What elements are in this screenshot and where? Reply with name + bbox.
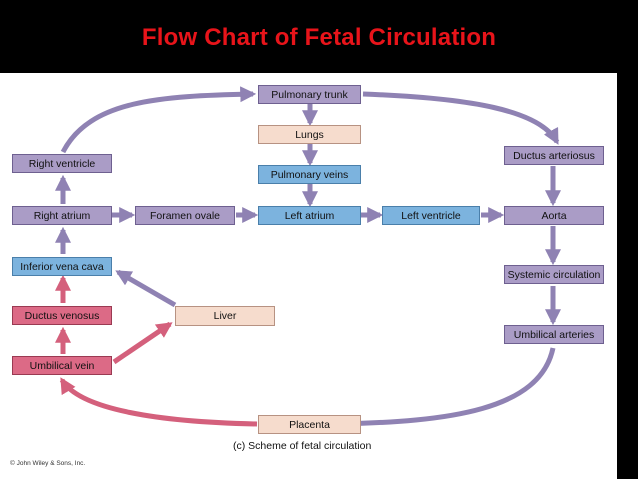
- node-systemic-circulation: Systemic circulation: [504, 265, 604, 284]
- node-ductus-arteriosus: Ductus arteriosus: [504, 146, 604, 165]
- node-umbilical-arteries: Umbilical arteries: [504, 325, 604, 344]
- node-left-atrium: Left atrium: [258, 206, 361, 225]
- node-umbilical-vein: Umbilical vein: [12, 356, 112, 375]
- node-foramen-ovale: Foramen ovale: [135, 206, 235, 225]
- slide-title: Flow Chart of Fetal Circulation: [141, 24, 497, 51]
- node-right-ventricle: Right ventricle: [12, 154, 112, 173]
- figure-caption: (c) Scheme of fetal circulation: [233, 440, 372, 452]
- node-lungs: Lungs: [258, 125, 361, 144]
- arrow-umbilical-arteries-to-placenta: [331, 347, 556, 432]
- arrow-right-ventricle-to-pulmonary-trunk: [60, 86, 257, 154]
- right-border: [617, 73, 638, 479]
- arrow-liver-to-ivc: [115, 269, 177, 308]
- copyright-notice: © John Wiley & Sons, Inc.: [10, 460, 86, 467]
- node-ductus-venosus: Ductus venosus: [12, 306, 112, 325]
- node-placenta: Placenta: [258, 415, 361, 434]
- node-liver: Liver: [175, 306, 275, 326]
- node-pulmonary-veins: Pulmonary veins: [258, 165, 361, 184]
- node-aorta: Aorta: [504, 206, 604, 225]
- arrow-placenta-to-umbilical-vein: [59, 377, 258, 427]
- node-right-atrium: Right atrium: [12, 206, 112, 225]
- arrow-umbilical-vein-to-liver: [112, 321, 173, 365]
- arrow-pulmonary-trunk-to-ductus-arteriosus: [362, 91, 560, 145]
- node-pulmonary-trunk: Pulmonary trunk: [258, 85, 361, 104]
- node-inferior-vena-cava: Inferior vena cava: [12, 257, 112, 276]
- node-left-ventricle: Left ventricle: [382, 206, 480, 225]
